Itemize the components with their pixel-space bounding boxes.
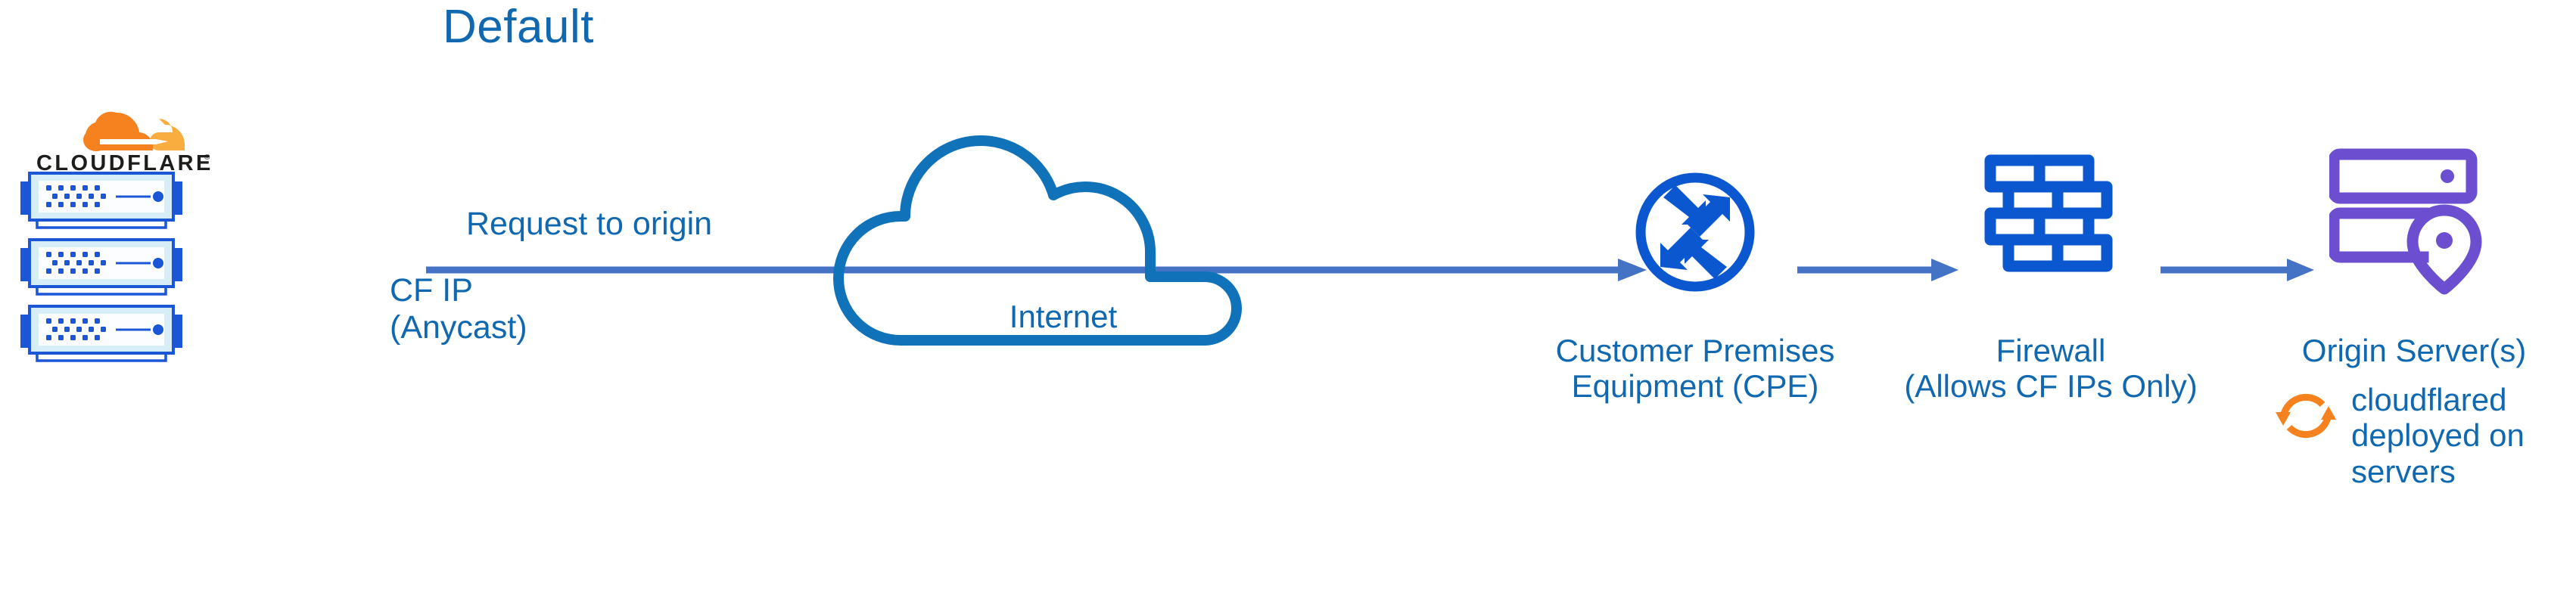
request-to-origin-arrow <box>426 257 1648 283</box>
internet-label: Internet <box>1009 299 1118 334</box>
brick-wall-icon <box>1974 148 2123 296</box>
server-location-icon <box>2329 138 2487 295</box>
cpe-to-firewall-arrow <box>1797 257 1960 283</box>
cpe-label: Customer Premises Equipment (CPE) <box>1514 333 1877 405</box>
firewall-label-line-2: (Allows CF IPs Only) <box>1904 368 2198 405</box>
page-title: Default <box>443 1 594 53</box>
svg-text:®: ® <box>204 154 210 162</box>
cloudflare-edge-server <box>19 234 184 299</box>
cf-ip-line-2: (Anycast) <box>390 309 527 346</box>
router-icon <box>1630 167 1760 297</box>
sync-arrows-icon <box>2273 382 2339 448</box>
cf-ip-line-1: CF IP <box>390 272 473 309</box>
internet-cloud-icon <box>832 106 1294 355</box>
cloudflared-note: cloudflared deployed on servers <box>2351 382 2525 489</box>
svg-text:CLOUDFLARE: CLOUDFLARE <box>36 151 210 174</box>
cloudflare-edge-server <box>19 168 184 232</box>
cpe-label-line-1: Customer Premises <box>1555 333 1835 368</box>
cf-ip-anycast-label: CF IP (Anycast) <box>390 272 527 346</box>
cloudflare-edge-server <box>19 301 184 365</box>
cpe-label-line-2: Equipment (CPE) <box>1571 368 1819 405</box>
firewall-label: Firewall (Allows CF IPs Only) <box>1892 333 2210 405</box>
cloudflare-logo: CLOUDFLARE ® <box>36 95 210 174</box>
firewall-to-origin-arrow <box>2161 257 2316 283</box>
request-to-origin-label: Request to origin <box>466 206 713 242</box>
firewall-label-line-1: Firewall <box>1996 333 2106 368</box>
origin-server-label: Origin Server(s) <box>2301 333 2527 368</box>
